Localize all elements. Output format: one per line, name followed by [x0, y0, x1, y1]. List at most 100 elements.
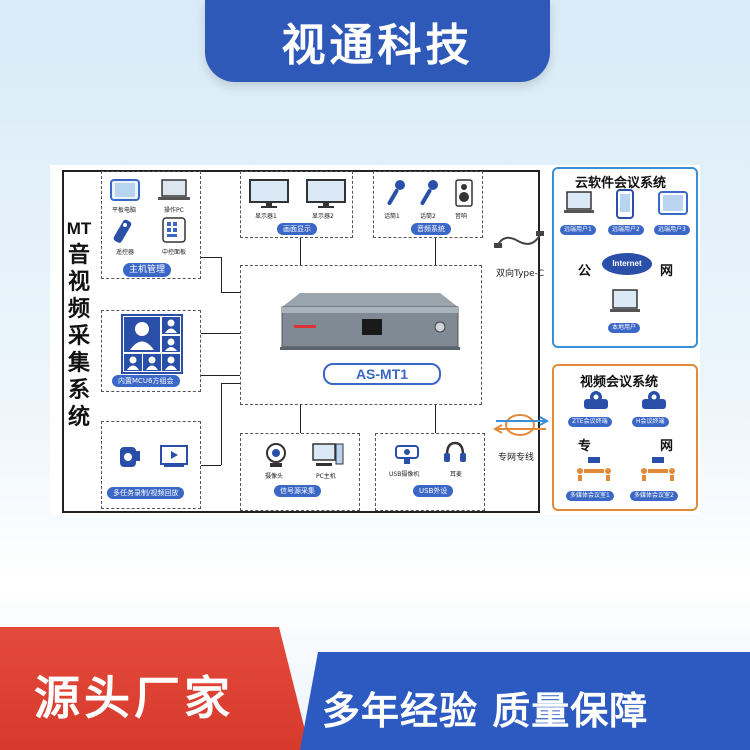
connector-line: [300, 405, 301, 433]
usb-camera-caption: USB摄像机: [389, 471, 420, 478]
connector-line: [221, 383, 240, 384]
record-label: 多任务录制/视频回放: [107, 487, 185, 499]
laptop-icon: [564, 191, 594, 213]
video-conference-panel: [552, 364, 698, 511]
mcu-grid-icon: [121, 314, 183, 374]
cloud-conference-title: 云软件会议系统: [575, 176, 667, 191]
headset-icon: [444, 441, 466, 462]
audio-box: [373, 171, 483, 238]
mic-2-caption: 话筒2: [420, 213, 436, 220]
monitor-2-caption: 显示器2: [312, 213, 334, 220]
connector-line: [300, 238, 301, 265]
webcam-icon: [266, 443, 286, 467]
monitor-1-caption: 显示器1: [255, 213, 277, 220]
tablet-caption: 平板电脑: [112, 207, 137, 214]
host-management-box: [101, 171, 201, 279]
video-playback-icon: [160, 445, 188, 467]
type-c-label: 双向Type-C: [496, 269, 545, 279]
connector-line: [201, 465, 221, 466]
system-vertical-title: MT 音 视 频 采 集 系 统: [66, 215, 92, 431]
connector-line: [221, 292, 240, 293]
laptop-icon: [158, 179, 190, 200]
footer-left-banner: [0, 627, 310, 750]
title-char: 视: [67, 270, 90, 295]
mic-1-caption: 话筒1: [384, 213, 400, 220]
host-management-label: 主机管理: [123, 263, 172, 277]
tablet-icon: [110, 179, 140, 201]
speaker-icon: [455, 179, 473, 207]
connector-line: [221, 257, 222, 292]
conference-terminal-icon: [642, 391, 666, 409]
usb-camera-icon: [395, 445, 419, 464]
remote-user-2-label: 远端用户2: [608, 225, 644, 235]
connector-line: [201, 333, 240, 334]
record-box: [101, 421, 201, 509]
system-diagram: MT 音 视 频 采 集 系 统 平板电脑 操作PC 遥控器 中控面板 主机管理: [50, 165, 700, 515]
private-line-icon: [492, 414, 550, 436]
footer-right-banner: [300, 652, 750, 750]
control-panel-icon: [162, 217, 186, 243]
audio-label: 音频系统: [411, 223, 451, 235]
usb-box: [375, 433, 485, 511]
center-box: [240, 265, 482, 405]
pc-host-icon: [312, 443, 344, 466]
speaker-caption: 音响: [455, 213, 468, 220]
connector-line: [435, 405, 436, 433]
title-mt: MT: [66, 219, 92, 238]
title-char: 统: [67, 405, 90, 430]
title-char: 采: [67, 324, 90, 349]
mcu-box: [101, 310, 201, 392]
private-line-label: 专网专线: [498, 453, 535, 463]
mcu-label: 内置MCU6方组会: [112, 375, 180, 387]
meeting-room-icon: [641, 457, 675, 481]
footer-left-text: 源头厂家: [34, 671, 234, 725]
signal-label: 信号源采集: [274, 485, 321, 497]
microphone-icon: [420, 180, 438, 206]
monitor-icon: [249, 179, 289, 208]
local-user-label: 本地用户: [608, 323, 641, 333]
as-mt1-device-icon: [280, 293, 460, 350]
webcam-caption: 摄像头: [265, 473, 284, 480]
connector-line: [201, 257, 221, 258]
title-char: 音: [67, 243, 90, 268]
connector-line: [221, 383, 222, 465]
video-conference-title: 视频会议系统: [580, 375, 659, 390]
footer-right-text: 多年经验 质量保障: [322, 689, 649, 733]
internet-cloud: Internet: [602, 253, 652, 275]
monitor-icon: [306, 179, 346, 208]
public-network-right: 网: [660, 264, 674, 279]
remote-user-3-label: 远端用户3: [654, 225, 690, 235]
title-char: 集: [67, 351, 90, 376]
private-network-right: 网: [660, 439, 674, 454]
remote-user-1-label: 远端用户1: [560, 225, 596, 235]
meeting-room-1-label: 多媒体会议室1: [566, 491, 614, 501]
remote-control-icon: [113, 219, 132, 243]
tablet-icon: [658, 191, 688, 215]
microphone-icon: [387, 180, 405, 206]
camcorder-icon: [120, 447, 140, 467]
laptop-icon: [610, 289, 640, 312]
device-model-label: AS-MT1: [323, 363, 441, 385]
remote-caption: 遥控器: [116, 249, 135, 256]
headset-caption: 耳麦: [450, 471, 463, 478]
conference-terminal-icon: [584, 391, 608, 409]
title-char: 频: [67, 297, 90, 322]
public-network-left: 公: [578, 264, 592, 279]
panel-caption: 中控面板: [162, 249, 187, 256]
zte-terminal-label: ZTE会议终端: [568, 417, 612, 427]
phone-icon: [616, 189, 634, 219]
signal-box: [240, 433, 360, 511]
title-char: 系: [67, 378, 90, 403]
type-c-cable-icon: [494, 231, 544, 248]
private-network-left: 专: [578, 439, 592, 454]
display-box: [240, 171, 353, 238]
pc-host-caption: PC主机: [316, 473, 336, 480]
display-label: 画面显示: [277, 223, 317, 235]
connector-line: [201, 375, 240, 376]
pc-caption: 操作PC: [164, 207, 184, 214]
meeting-room-2-label: 多媒体会议室2: [630, 491, 678, 501]
connector-line: [435, 238, 436, 265]
meeting-room-icon: [577, 457, 611, 481]
brand-banner: 视通科技: [205, 0, 550, 82]
usb-label: USB外设: [413, 485, 454, 497]
